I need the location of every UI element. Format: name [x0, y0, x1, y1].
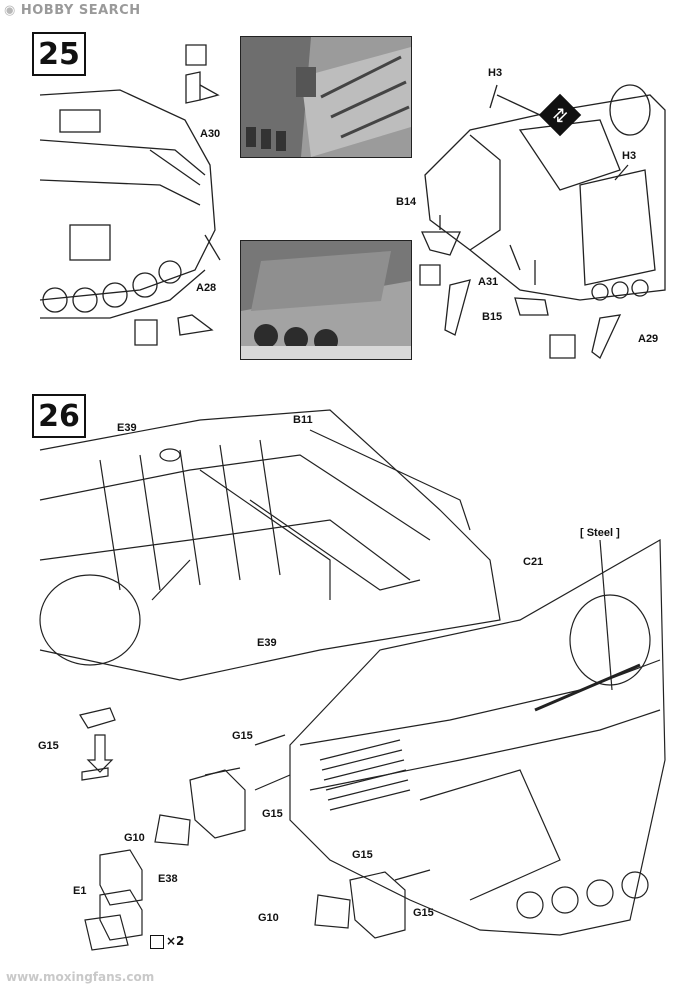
part-label-g15-mid-top: G15	[232, 730, 253, 742]
part-label-h3-right: H3	[622, 150, 637, 162]
part-label-g15-right: G15	[413, 907, 434, 919]
quantity-multiplier: ×2	[150, 934, 184, 949]
part-label-a28: A28	[196, 282, 217, 294]
moxingfans-watermark: www.moxingfans.com	[6, 970, 154, 984]
part-label-g10-right: G10	[258, 912, 279, 924]
part-label-e39-top: E39	[117, 422, 137, 434]
part-label-b11: B11	[293, 414, 313, 426]
part-label-g15-mid: G15	[262, 808, 283, 820]
step-number-text: 26	[38, 398, 80, 434]
step-25-number: 25	[32, 32, 86, 76]
step-25-reference-photo-bottom	[240, 240, 412, 360]
step-26-number: 26	[32, 394, 86, 438]
hobby-search-logo-icon: ◉	[4, 3, 21, 18]
part-label-g10-left: G10	[124, 832, 145, 844]
part-label-b14: B14	[396, 196, 417, 208]
part-label-a30: A30	[200, 128, 221, 140]
hobby-search-watermark: ◉ HOBBY SEARCH	[4, 3, 141, 18]
part-label-c21: C21	[523, 556, 544, 568]
watermark-top-text: HOBBY SEARCH	[20, 3, 141, 18]
photo-detail-drawing	[241, 241, 411, 359]
part-label-g15-lower: G15	[352, 849, 373, 861]
part-label-h3-top: H3	[488, 67, 503, 79]
part-label-e38: E38	[158, 873, 178, 885]
steel-material-tag: [ Steel ]	[580, 527, 620, 539]
part-label-g15-left: G15	[38, 740, 59, 752]
step-25-reference-photo-top	[240, 36, 412, 158]
part-label-e39-bottom: E39	[257, 637, 277, 649]
part-label-a29: A29	[638, 333, 659, 345]
watermark-bottom-text: www.moxingfans.com	[6, 970, 155, 984]
part-label-a31: A31	[478, 276, 499, 288]
part-label-e1: E1	[73, 885, 87, 897]
step-number-text: 25	[38, 36, 80, 72]
photo-detail-drawing	[241, 37, 411, 157]
checkbox-icon	[150, 934, 164, 949]
part-label-b15: B15	[482, 311, 503, 323]
multiplier-text: ×2	[166, 934, 185, 948]
